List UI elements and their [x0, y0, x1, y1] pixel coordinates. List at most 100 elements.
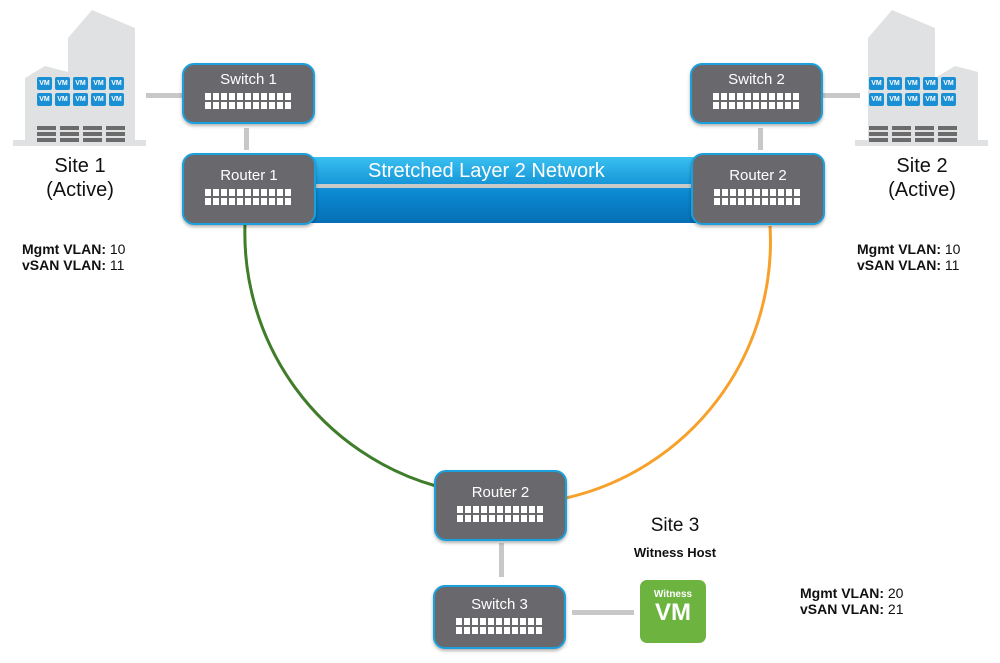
vlan-value: 11	[941, 257, 960, 273]
vlan-key: vSAN VLAN:	[22, 257, 107, 273]
server-icon	[60, 126, 79, 130]
switch-2[interactable]: Switch 2	[690, 63, 823, 124]
vm-icon: VM	[887, 93, 902, 106]
router-1[interactable]: Router 1	[182, 153, 316, 225]
site-3-label: Site 3 Witness Host	[620, 515, 730, 560]
site-name: Site 1	[54, 155, 106, 177]
vm-icon: VM	[109, 77, 124, 90]
link-site1-switch1	[146, 93, 183, 98]
server-icon	[106, 138, 125, 142]
vlan-value: 11	[106, 257, 125, 273]
ports-icon	[714, 189, 802, 205]
link-switch2-router2	[758, 128, 763, 150]
server-icon	[83, 138, 102, 142]
vm-icon: VM	[55, 93, 70, 106]
server-icon	[938, 126, 957, 130]
vm-icon: VM	[37, 93, 52, 106]
witness-host-label: Witness Host	[633, 545, 717, 560]
vlan-key: vSAN VLAN:	[857, 257, 942, 273]
server-icon	[892, 126, 911, 130]
server-icon	[869, 132, 888, 136]
witness-label: Witness	[653, 589, 693, 600]
vlan-key: vSAN VLAN:	[800, 601, 885, 617]
device-label: Switch 1	[220, 71, 277, 88]
vm-label: VM	[655, 599, 691, 626]
site-name: Site 3	[650, 515, 700, 536]
ports-icon	[205, 189, 293, 205]
switch-3[interactable]: Switch 3	[433, 585, 566, 649]
device-label: Router 2	[729, 167, 787, 184]
network-line	[310, 184, 700, 188]
network-label: Stretched Layer 2 Network	[368, 160, 605, 182]
router-2-witness[interactable]: Router 2	[434, 470, 567, 541]
server-icon	[106, 132, 125, 136]
server-icon	[37, 138, 56, 142]
server-icon	[892, 132, 911, 136]
device-label: Switch 2	[728, 71, 785, 88]
link-router2-switch3	[499, 543, 504, 577]
vm-icon: VM	[887, 77, 902, 90]
vm-icon: VM	[941, 77, 956, 90]
vm-icon: VM	[109, 93, 124, 106]
link-switch3-witness	[572, 610, 634, 615]
site-status: (Active)	[888, 179, 956, 201]
server-icon	[37, 132, 56, 136]
vlan-key: Mgmt VLAN:	[22, 241, 106, 257]
stretched-l2-network: Stretched Layer 2 Network	[310, 157, 700, 223]
router-2-site2[interactable]: Router 2	[691, 153, 825, 225]
vm-icon: VM	[91, 93, 106, 106]
server-icon	[869, 126, 888, 130]
vlan-key: Mgmt VLAN:	[857, 241, 941, 257]
orange-link-arc	[565, 225, 772, 500]
server-icon	[37, 126, 56, 130]
ports-icon	[712, 93, 801, 109]
vm-icon: VM	[905, 77, 920, 90]
server-icon	[60, 132, 79, 136]
vm-icon: VM	[91, 77, 106, 90]
server-icon	[915, 138, 934, 142]
ports-icon	[455, 618, 544, 634]
vm-icon: VM	[73, 93, 88, 106]
vlan-value: 21	[884, 601, 904, 617]
vm-icon: VM	[55, 77, 70, 90]
vm-icon: VM	[869, 77, 884, 90]
switch-1[interactable]: Switch 1	[182, 63, 315, 124]
vm-icon: VM	[869, 93, 884, 106]
vm-icon: VM	[923, 93, 938, 106]
device-label: Switch 3	[471, 596, 528, 613]
link-site2-switch2	[823, 93, 860, 98]
server-icon	[915, 132, 934, 136]
vm-icon: VM	[905, 93, 920, 106]
link-switch1-router1	[244, 128, 249, 150]
ports-icon	[204, 93, 293, 109]
server-icon	[892, 138, 911, 142]
vlan-key: Mgmt VLAN:	[800, 585, 884, 601]
device-label: Router 1	[220, 167, 278, 184]
vlan-value: 10	[106, 241, 126, 257]
server-icon	[83, 132, 102, 136]
vlan-value: 10	[941, 241, 961, 257]
server-icon	[869, 138, 888, 142]
vm-icon: VM	[37, 77, 52, 90]
server-icon	[938, 138, 957, 142]
server-icon	[106, 126, 125, 130]
device-label: Router 2	[471, 484, 530, 501]
site-name: Site 2	[896, 155, 948, 177]
green-link-arc	[243, 223, 437, 488]
vm-icon: VM	[73, 77, 88, 90]
vm-icon: VM	[923, 77, 938, 90]
server-icon	[60, 138, 79, 142]
site-2-label: Site 2(Active)	[862, 154, 982, 202]
site-status: (Active)	[46, 179, 114, 201]
server-icon	[915, 126, 934, 130]
site-1-label: Site 1(Active)	[20, 154, 140, 202]
vm-icon: VM	[941, 93, 956, 106]
server-icon	[938, 132, 957, 136]
vlan-value: 20	[884, 585, 904, 601]
ports-icon	[456, 506, 545, 522]
